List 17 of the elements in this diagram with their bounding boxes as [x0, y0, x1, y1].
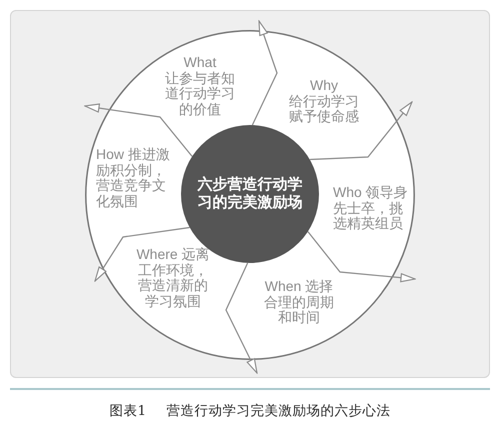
arrow [94, 226, 190, 282]
step-text: Who 领导身先士卒，挑选精英组员 [333, 185, 410, 232]
center-text: 六步营造行动学习的完美激励场 [196, 176, 304, 212]
arrow [84, 104, 193, 157]
step-text: 给行动学习赋予使命感 [288, 94, 360, 124]
arrow [225, 262, 258, 374]
arrow [310, 101, 413, 160]
step-text: Where 远离工作环境，营造清新的学习氛围 [135, 247, 211, 309]
step-text: How 推进激励积分制，营造竞争文化氛围 [96, 147, 173, 209]
step-text: 让参与者知道行动学习的价值 [164, 70, 236, 117]
step-heading: Why [310, 78, 338, 94]
step-text: When 选择合理的周期和时间 [262, 279, 336, 326]
outer-circle [85, 30, 415, 360]
step-heading: What [184, 55, 216, 70]
arrow [252, 20, 278, 126]
arrow [307, 231, 416, 282]
caption: 图表1 营造行动学习完美激励场的六步心法 [110, 402, 390, 420]
